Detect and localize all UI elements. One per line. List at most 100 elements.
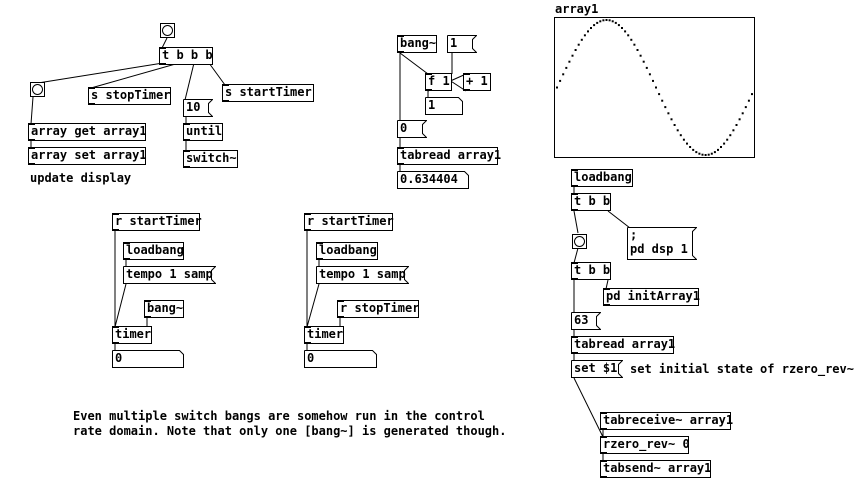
receive-starttimer-object[interactable]: r startTimer bbox=[304, 213, 394, 231]
array-point bbox=[701, 153, 704, 156]
comment-set-initial-state: set initial state of rzero_rev~ bbox=[630, 362, 854, 376]
array-point bbox=[664, 106, 667, 109]
array-point bbox=[568, 60, 571, 63]
message-text-line2: pd dsp 1 bbox=[630, 242, 688, 256]
loadbang-object[interactable]: loadbang bbox=[316, 242, 378, 260]
array-point bbox=[630, 38, 633, 41]
array-point bbox=[645, 66, 648, 69]
number-box-timer-a[interactable]: 0 bbox=[112, 350, 184, 368]
array-point bbox=[571, 54, 574, 57]
array-get-object[interactable]: array get array1 bbox=[28, 123, 147, 141]
number-box-f1-output[interactable]: 1 bbox=[425, 97, 463, 115]
loadbang-object[interactable]: loadbang bbox=[571, 169, 633, 187]
message-box-10[interactable]: 10 bbox=[183, 99, 213, 117]
rzero-rev-object[interactable]: rzero_rev~ 0 bbox=[600, 436, 690, 454]
message-box-1[interactable]: 1 bbox=[447, 35, 477, 53]
receive-stoptimer-object[interactable]: r stopTimer bbox=[337, 300, 419, 318]
number-box-timer-b[interactable]: 0 bbox=[304, 350, 377, 368]
bang-tilde-object[interactable]: bang~ bbox=[397, 35, 437, 53]
tabsend-object[interactable]: tabsend~ array1 bbox=[600, 460, 711, 478]
tabread-object[interactable]: tabread array1 bbox=[397, 147, 501, 165]
array-point bbox=[751, 93, 753, 96]
receive-starttimer-object[interactable]: r startTimer bbox=[112, 213, 202, 231]
array-point bbox=[707, 153, 710, 156]
message-box-dsp-on[interactable]: ; pd dsp 1 bbox=[627, 227, 697, 260]
float-object[interactable]: f 1 bbox=[425, 73, 452, 91]
array-point bbox=[602, 19, 605, 22]
array-point bbox=[726, 138, 729, 141]
tabreceive-object[interactable]: tabreceive~ array1 bbox=[600, 412, 733, 430]
array-point bbox=[655, 86, 657, 89]
number-value: 0 bbox=[307, 351, 315, 365]
array-point bbox=[596, 21, 599, 24]
message-text-line1: ; bbox=[630, 228, 638, 242]
trigger-bb-object[interactable]: t b b bbox=[571, 262, 611, 280]
array-point bbox=[692, 148, 695, 151]
number-box-tabread-index[interactable]: 0 bbox=[397, 120, 427, 138]
array-point bbox=[593, 24, 596, 27]
array-point bbox=[670, 118, 673, 121]
loadbang-object[interactable]: loadbang bbox=[123, 242, 184, 260]
number-box-tabread-output[interactable]: 0.634404 bbox=[397, 171, 469, 189]
array-point bbox=[704, 154, 707, 156]
bang-button[interactable] bbox=[30, 82, 45, 97]
bang-tilde-object[interactable]: bang~ bbox=[144, 300, 184, 318]
array-point bbox=[710, 152, 713, 155]
tempo-message[interactable]: tempo 1 samp bbox=[316, 266, 409, 284]
message-text: 10 bbox=[186, 100, 201, 114]
pd-initarray-subpatch[interactable]: pd initArray1 bbox=[603, 288, 700, 306]
tempo-message[interactable]: tempo 1 samp bbox=[123, 266, 216, 284]
until-object[interactable]: until bbox=[183, 123, 223, 141]
trigger-bbb-object[interactable]: t b b b bbox=[159, 47, 213, 65]
array-point bbox=[617, 24, 620, 27]
array-point bbox=[729, 134, 732, 137]
array-point bbox=[735, 124, 738, 126]
timer-object[interactable]: timer bbox=[304, 326, 344, 344]
array-graph[interactable] bbox=[554, 17, 755, 158]
array-point bbox=[562, 73, 565, 76]
array-point bbox=[633, 43, 636, 46]
array-point bbox=[682, 138, 685, 141]
message-box-set[interactable]: set $1 bbox=[571, 360, 623, 378]
array-point bbox=[574, 49, 577, 51]
array-point bbox=[614, 21, 617, 24]
array-point bbox=[686, 142, 688, 145]
array-point bbox=[583, 34, 586, 37]
timer-object[interactable]: timer bbox=[112, 326, 152, 344]
array-point bbox=[608, 19, 611, 22]
comment-update-display: update display bbox=[30, 171, 132, 185]
array-point bbox=[744, 106, 747, 109]
array-point bbox=[658, 93, 661, 96]
array-point bbox=[599, 20, 602, 23]
number-box-63[interactable]: 63 bbox=[571, 312, 601, 330]
array-point bbox=[627, 34, 630, 37]
array-point bbox=[698, 152, 701, 155]
array-point bbox=[565, 66, 568, 69]
array-set-object[interactable]: array set array1 bbox=[28, 147, 147, 165]
bang-button[interactable] bbox=[572, 234, 587, 249]
number-value: 1 bbox=[428, 98, 436, 112]
array-point bbox=[695, 151, 698, 154]
comment-note-line2: rate domain. Note that only one [bang~] … bbox=[73, 424, 507, 438]
array-point bbox=[580, 38, 583, 41]
array-point bbox=[636, 49, 639, 51]
number-value: 0.634404 bbox=[400, 172, 458, 186]
array-point bbox=[732, 129, 735, 132]
array-point bbox=[747, 99, 750, 102]
bang-button[interactable] bbox=[160, 23, 175, 38]
array-point bbox=[639, 54, 642, 57]
array-point bbox=[713, 151, 716, 154]
send-stoptimer-object[interactable]: s stopTimer bbox=[88, 87, 171, 105]
trigger-bb-object[interactable]: t b b bbox=[571, 193, 611, 211]
array-point bbox=[577, 43, 580, 46]
message-text: set $1 bbox=[574, 361, 618, 375]
array-point bbox=[673, 124, 676, 126]
switch-object[interactable]: switch~ bbox=[183, 150, 238, 168]
tabread-object[interactable]: tabread array1 bbox=[571, 336, 675, 354]
array-point bbox=[624, 30, 627, 33]
array-point bbox=[652, 79, 654, 82]
array-point bbox=[559, 79, 562, 82]
send-starttimer-object[interactable]: s startTimer bbox=[222, 84, 314, 102]
plus-object[interactable]: + 1 bbox=[463, 73, 491, 91]
